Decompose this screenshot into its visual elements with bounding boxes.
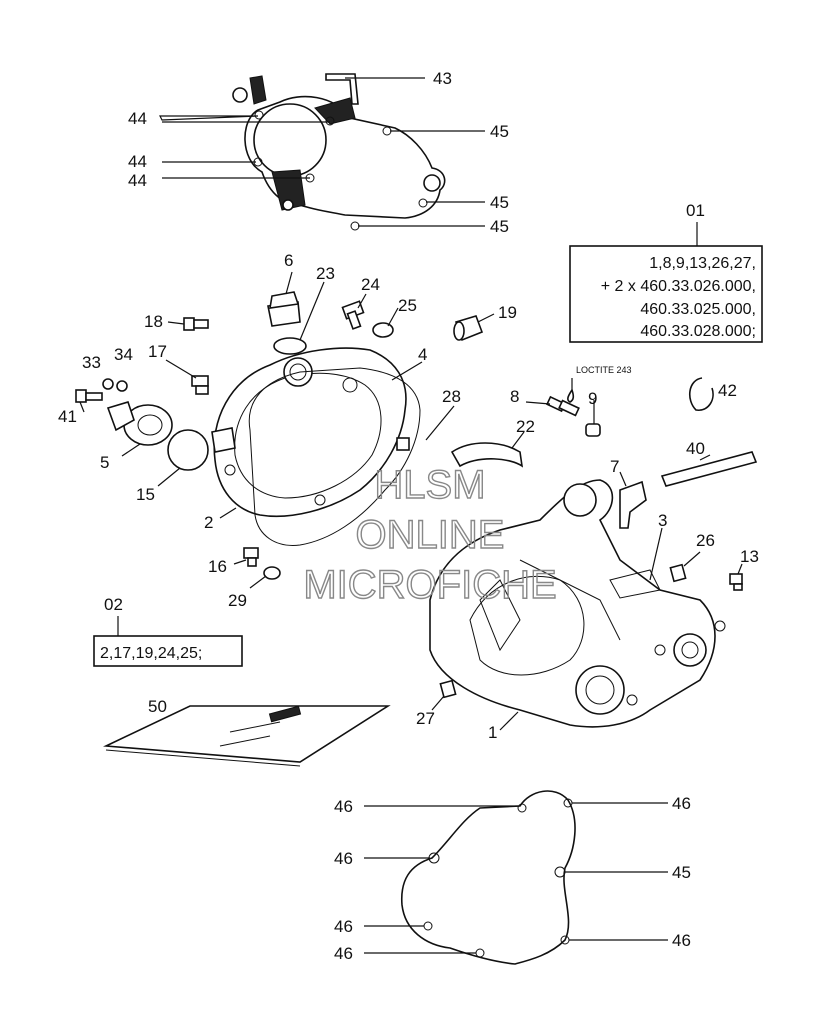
callout-5: 5	[100, 453, 109, 472]
callout-46-d: 46	[334, 917, 353, 936]
screw-41	[75, 389, 103, 403]
kit-02-box	[93, 635, 243, 667]
top-gasket-leaders	[159, 77, 485, 227]
callout-40: 40	[686, 439, 705, 458]
callout-42: 42	[718, 381, 737, 400]
callout-34: 34	[114, 345, 133, 364]
screw-13	[729, 573, 743, 591]
callout-44-mid: 44	[128, 152, 147, 171]
clutch-cover-gasket	[248, 367, 421, 546]
callout-02: 02	[104, 595, 123, 614]
callout-45-bottom: 45	[672, 863, 691, 882]
callout-44-top: 44	[128, 109, 147, 128]
callout-4: 4	[418, 345, 427, 364]
callout-43: 43	[433, 69, 452, 88]
washer-25	[372, 322, 394, 338]
screw-16	[243, 547, 259, 567]
callout-22: 22	[516, 417, 535, 436]
cylinder-base-gasket	[609, 569, 661, 599]
loctite-drop	[567, 388, 575, 403]
callout-46-c: 46	[334, 849, 353, 868]
screw-24	[341, 300, 365, 330]
watermark-line-3: MICROFICHE	[303, 563, 556, 607]
callout-24: 24	[361, 275, 380, 294]
screw-33	[102, 378, 114, 390]
watermark-line-2: ONLINE	[356, 513, 505, 557]
callout-46-b: 46	[672, 794, 691, 813]
callout-41: 41	[58, 407, 77, 426]
top-clutch-cover-gasket	[232, 73, 446, 231]
gasket-set-package	[102, 705, 391, 767]
hose-clip-42	[689, 377, 714, 411]
kit-02-line-1: 2,17,19,24,25;	[100, 645, 202, 662]
callout-28: 28	[442, 387, 461, 406]
screw-18	[183, 317, 209, 331]
sleeve-19	[453, 315, 484, 342]
callout-15: 15	[136, 485, 155, 504]
crankcase	[429, 479, 726, 728]
callout-45-low: 45	[490, 217, 509, 236]
callout-2: 2	[204, 513, 213, 532]
kit-01-line-4: 460.33.028.000;	[640, 323, 756, 340]
callout-29: 29	[228, 591, 247, 610]
sleeve-9	[585, 423, 601, 437]
callout-26: 26	[696, 531, 715, 550]
callout-6: 6	[284, 251, 293, 270]
callout-45-top: 45	[490, 122, 509, 141]
kit-01-line-3: 460.33.025.000,	[640, 301, 756, 318]
callout-23: 23	[316, 264, 335, 283]
washer-29	[263, 566, 281, 580]
callout-8: 8	[510, 387, 519, 406]
kit-01-line-1: 1,8,9,13,26,27,	[649, 255, 756, 272]
callout-01: 01	[686, 201, 705, 220]
callout-18: 18	[144, 312, 163, 331]
kit-01-line-2: + 2 x 460.33.026.000,	[601, 278, 756, 295]
callout-19: 19	[498, 303, 517, 322]
callout-46-a: 46	[334, 797, 353, 816]
watermark-line-1: HLSM	[374, 463, 485, 507]
callout-13: 13	[740, 547, 759, 566]
callout-25: 25	[398, 296, 417, 315]
callout-45-mid: 45	[490, 193, 509, 212]
watermark: HLSM ONLINE MICROFICHE	[303, 462, 558, 607]
callout-33: 33	[82, 353, 101, 372]
callout-1: 1	[488, 723, 497, 742]
callout-17: 17	[148, 342, 167, 361]
sleeve-28	[396, 437, 410, 451]
kit-01-box	[569, 245, 763, 343]
callout-7: 7	[610, 457, 619, 476]
plug-17	[191, 375, 209, 395]
callout-50: 50	[148, 697, 167, 716]
callout-27: 27	[416, 709, 435, 728]
bracket-22	[450, 442, 524, 468]
dowel-27	[439, 679, 457, 699]
o-ring-15	[167, 429, 209, 471]
callout-16: 16	[208, 557, 227, 576]
washer-34	[116, 380, 128, 392]
water-pump-cover	[106, 401, 173, 446]
ignition-cover-gasket	[400, 790, 576, 965]
callout-9: 9	[588, 389, 597, 408]
callout-44-low: 44	[128, 171, 147, 190]
callout-46-e: 46	[334, 944, 353, 963]
callout-3: 3	[658, 511, 667, 530]
loctite-label: LOCTITE 243	[576, 365, 632, 375]
callout-46-f: 46	[672, 931, 691, 950]
middle-leaders	[79, 271, 743, 731]
dowel-26	[669, 563, 687, 583]
fitting-7	[619, 480, 647, 529]
o-ring-23	[273, 337, 307, 355]
bolt-8	[545, 395, 580, 417]
bottom-gasket-leaders	[364, 802, 668, 954]
oil-filler-plug	[267, 291, 301, 327]
hose-40	[660, 451, 758, 487]
